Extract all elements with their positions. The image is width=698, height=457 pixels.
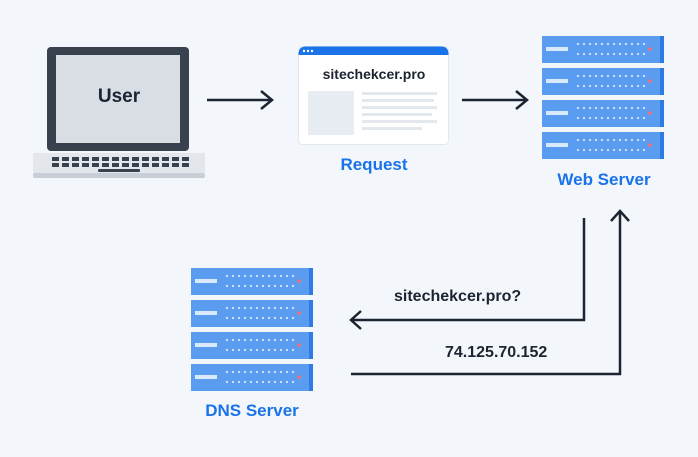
browser-window-icon xyxy=(298,46,449,145)
arrow-right-icon xyxy=(207,90,274,110)
response-arrow xyxy=(351,212,622,376)
server-icon xyxy=(542,36,664,159)
dns-server-rack xyxy=(191,268,315,392)
query-arrow xyxy=(352,218,586,322)
query-label: sitechekcer.pro? xyxy=(394,288,522,305)
user-label: User xyxy=(97,86,141,107)
web-server-label: Web Server xyxy=(557,170,651,189)
server-icon xyxy=(191,268,313,391)
arrow-user-to-request xyxy=(205,88,277,112)
request-browser-window xyxy=(298,46,450,146)
dns-server-label: DNS Server xyxy=(205,401,299,420)
laptop-icon xyxy=(33,47,205,178)
response-label: 74.125.70.152 xyxy=(445,344,548,361)
arrow-request-to-webserver xyxy=(460,88,532,112)
request-label: Request xyxy=(340,155,408,174)
web-server-rack xyxy=(542,36,666,160)
arrow-right-icon xyxy=(462,90,529,110)
user-laptop xyxy=(30,45,208,185)
request-url: sitechekcer.pro xyxy=(322,66,426,82)
